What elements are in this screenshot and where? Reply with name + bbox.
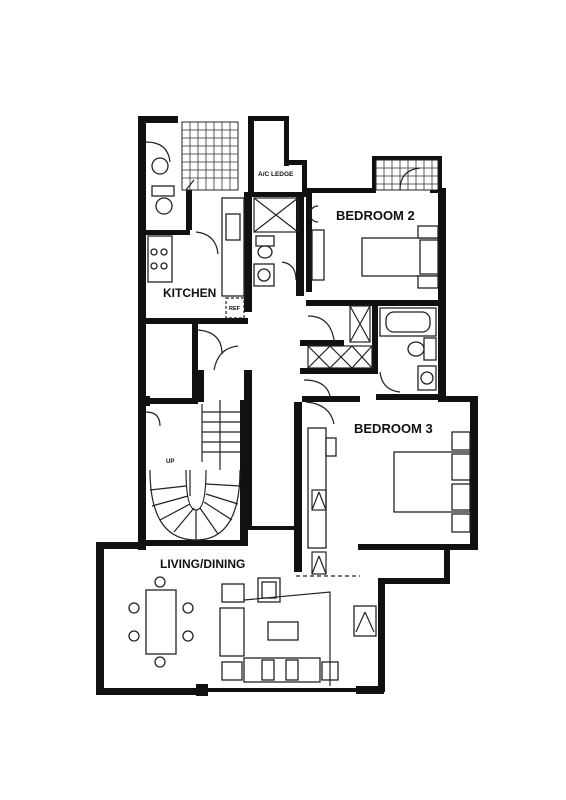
label-stair-up: UP (166, 459, 174, 465)
bathroom-middle (379, 307, 437, 393)
bedroom3-furniture (307, 427, 471, 549)
wardrobe (307, 305, 373, 369)
room-label-kitchen: KITCHEN (163, 286, 216, 300)
room-label-living-dining: LIVING/DINING (160, 557, 245, 571)
staircase (145, 400, 241, 541)
kitchen-fittings (147, 197, 245, 371)
label-fridge: REF (229, 306, 241, 312)
tiled-yard (181, 121, 239, 191)
wc-top-left (145, 141, 195, 215)
bedroom2-furniture (309, 167, 439, 289)
label-ac-ledge: A/C LEDGE (258, 171, 294, 178)
living-dining-furniture (128, 551, 377, 686)
doors-misc (303, 315, 335, 425)
walls (96, 116, 478, 696)
room-label-bedroom-2: BEDROOM 2 (336, 208, 415, 223)
room-label-bedroom-3: BEDROOM 3 (354, 421, 433, 436)
tiled-balcony (375, 159, 439, 191)
bathroom-top (253, 197, 299, 287)
